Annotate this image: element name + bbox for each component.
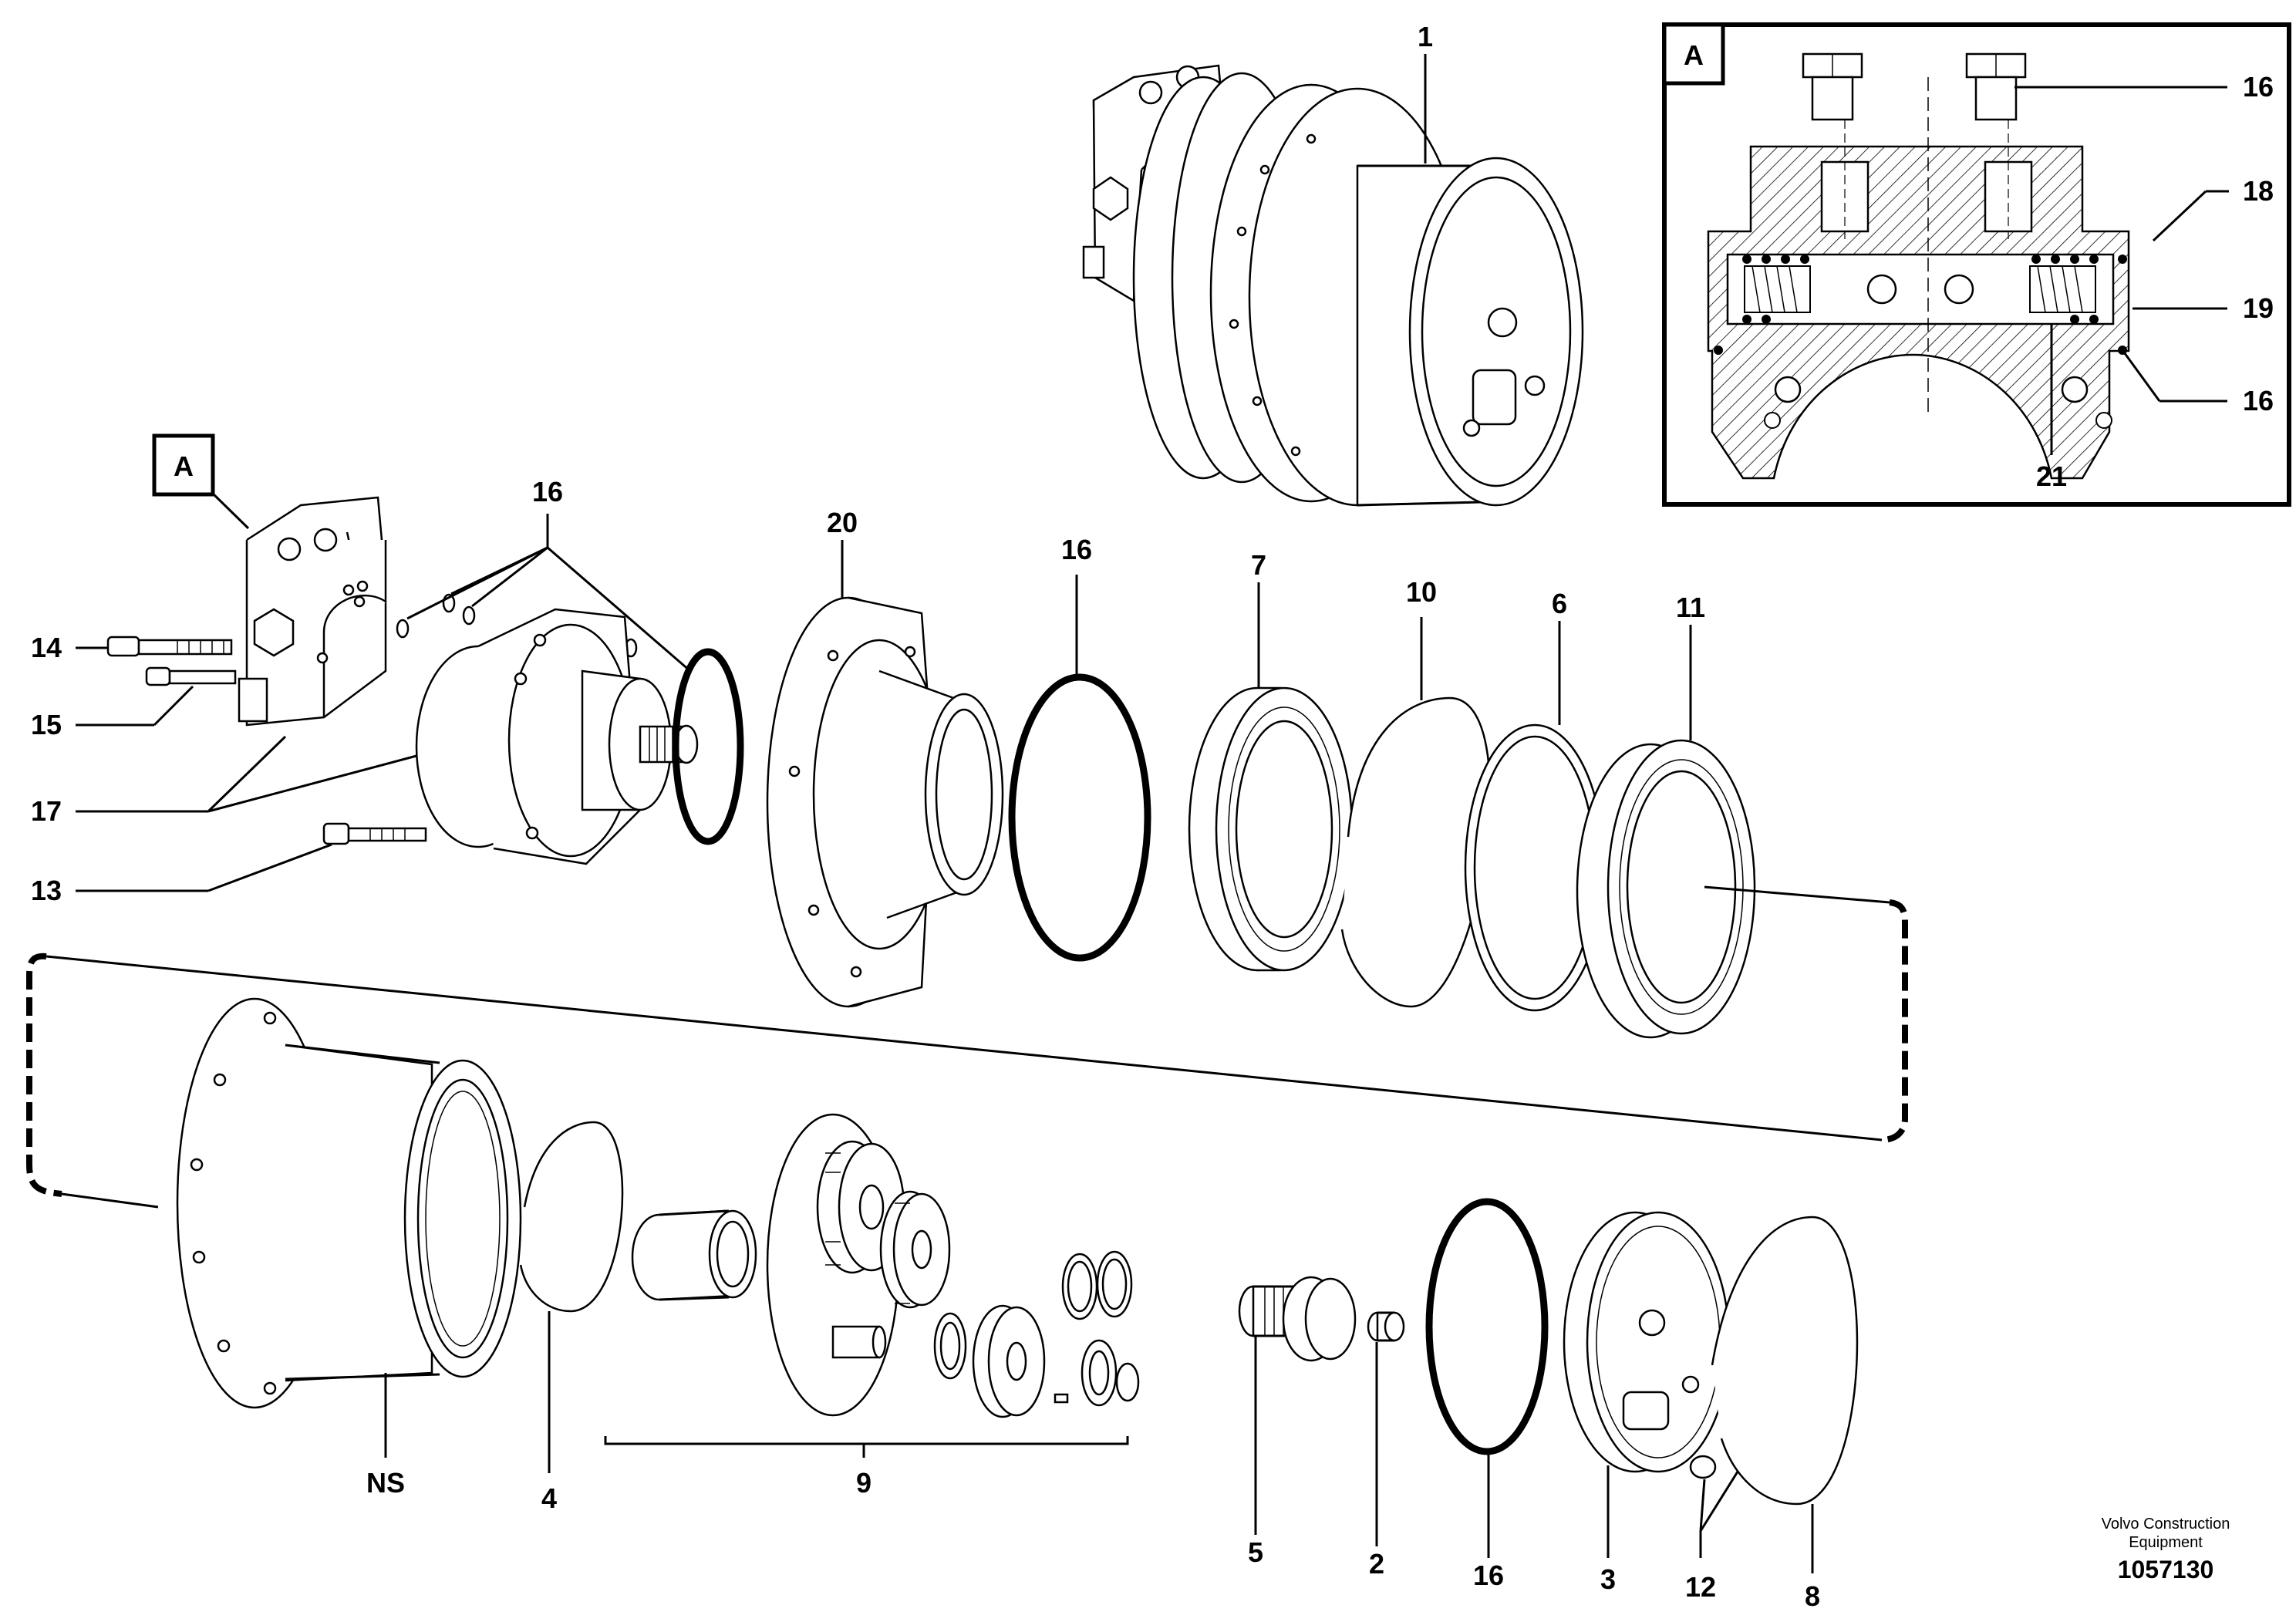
- detail-callout-19: 19: [2243, 292, 2274, 324]
- o-ring-set: 16: [396, 476, 691, 673]
- detail-spring-left: [1744, 265, 1811, 313]
- callout-4: 4: [541, 1482, 557, 1514]
- o-ring-16-mid: 16: [1008, 534, 1151, 962]
- snap-ring-10: 10: [1340, 576, 1492, 1008]
- callout-8: 8: [1805, 1580, 1820, 1612]
- callout-6: 6: [1552, 588, 1567, 619]
- callout-7: 7: [1251, 549, 1266, 581]
- detail-a-label: A: [1684, 39, 1704, 71]
- callout-17: 17: [31, 795, 62, 827]
- big-o-ring-16: [672, 648, 744, 845]
- bearing-7: 7: [1188, 549, 1354, 972]
- callout-16-ring: 16: [1061, 534, 1092, 565]
- callout-12: 12: [1685, 1571, 1716, 1603]
- detail-view-a: A: [1662, 22, 2291, 507]
- seal-11: 11: [1576, 592, 1756, 1039]
- brand-line-1: Volvo Construction: [2102, 1516, 2230, 1533]
- document-number: 1057130: [2118, 1556, 2214, 1583]
- detail-ball-right: [1944, 274, 1974, 305]
- detail-callout-18: 18: [2243, 175, 2274, 207]
- callout-ns: NS: [366, 1467, 405, 1499]
- continuation-line: [26, 885, 1908, 1209]
- detail-callout-16-bottom: 16: [2243, 385, 2274, 416]
- title-block: Volvo Construction Equipment 1057130: [2102, 1516, 2230, 1583]
- ring-6: 6: [1464, 588, 1606, 1012]
- callout-9: 9: [856, 1467, 872, 1499]
- detail-ball-left: [1866, 274, 1897, 305]
- callout-14: 14: [31, 632, 62, 663]
- bolt-15: 15: [31, 666, 237, 740]
- callout-16-bottom: 16: [1473, 1560, 1504, 1591]
- callout-16-top: 16: [532, 476, 563, 508]
- bolt-14: 14: [31, 632, 233, 663]
- callout-17-leader: 17: [31, 735, 417, 827]
- callout-10: 10: [1406, 576, 1437, 608]
- ring-gear-housing-ns: NS: [176, 997, 522, 1499]
- sun-gear-5: 5: [1238, 1276, 1357, 1568]
- callout-3: 3: [1600, 1563, 1616, 1595]
- detail-callout-21: 21: [2036, 460, 2067, 492]
- callout-5: 5: [1248, 1536, 1263, 1568]
- travel-motor-assembly: 1: [1082, 21, 1584, 507]
- valve-block-a: A: [152, 433, 387, 727]
- callout-20: 20: [827, 507, 858, 538]
- callout-11: 11: [1676, 592, 1705, 623]
- thrust-plug-2: 2: [1367, 1311, 1405, 1580]
- detail-callout-16-top: 16: [2243, 71, 2274, 103]
- o-ring-16-bottom: 16: [1425, 1198, 1549, 1591]
- callout-13: 13: [31, 875, 62, 906]
- motor-hub-17: [415, 608, 699, 865]
- end-cover-3: 3: [1563, 1211, 1731, 1595]
- bolt-13: 13: [31, 822, 427, 906]
- detail-bolt-right: [1965, 52, 2027, 121]
- snap-ring-8: 8: [1711, 1216, 1859, 1612]
- detail-bolt-left: [1802, 52, 1863, 121]
- flange-hub-20: 20: [766, 507, 1004, 1008]
- planetary-carrier-9: 9: [604, 1113, 1140, 1499]
- snap-ring-4: 4: [519, 1121, 624, 1514]
- brand-line-2: Equipment: [2129, 1534, 2203, 1551]
- detail-spring-right: [2029, 265, 2096, 313]
- callout-2: 2: [1369, 1548, 1384, 1580]
- view-a-marker: A: [174, 450, 194, 482]
- callout-1: 1: [1418, 21, 1433, 52]
- callout-15: 15: [31, 709, 62, 740]
